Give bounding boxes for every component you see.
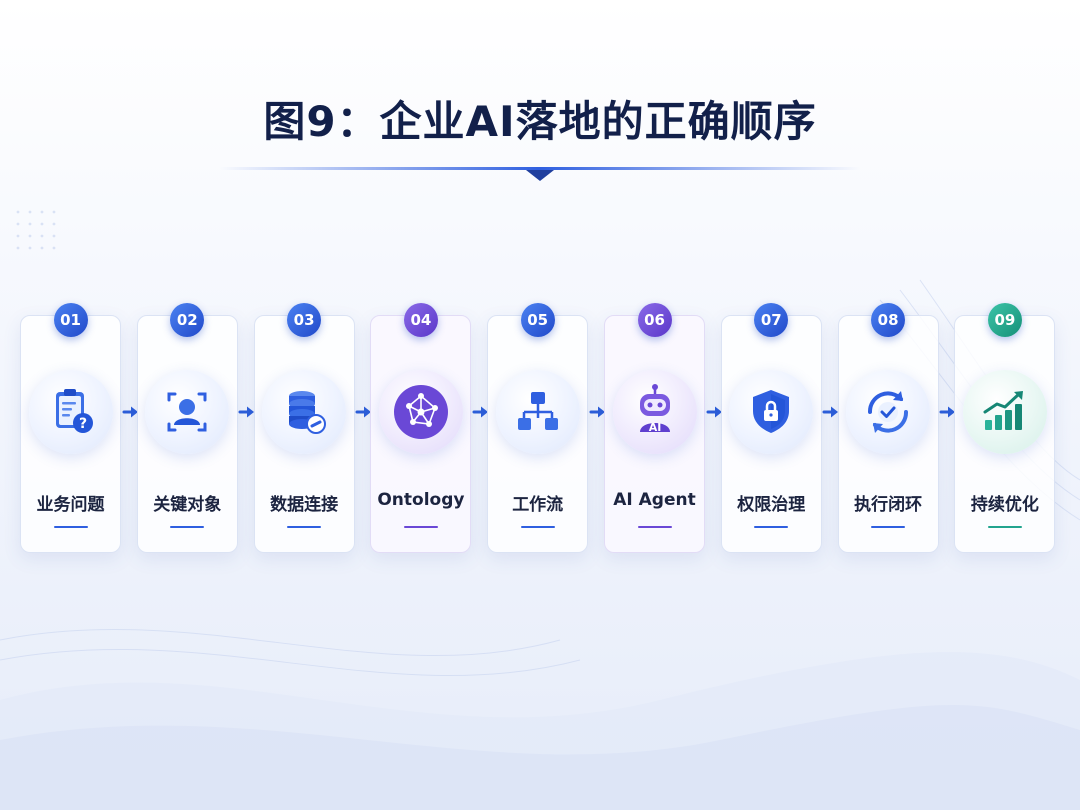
step-number-badge: 09	[987, 303, 1022, 337]
flow-arrow-icon	[238, 406, 255, 418]
flow-arrow-icon	[472, 406, 488, 418]
step-number-badge: 08	[871, 303, 906, 337]
flow-arrow-icon	[589, 406, 605, 418]
step-card: 05 工作流	[487, 303, 589, 553]
flow-arrow-icon	[355, 406, 372, 418]
step-label-underline	[403, 526, 438, 528]
step-number-badge: 03	[287, 303, 322, 337]
database-link-icon	[262, 370, 347, 454]
svg-text:AI: AI	[648, 421, 661, 434]
step-card: 03 数据连接	[253, 303, 355, 553]
step-card: 01 ? 业务问题	[20, 303, 121, 553]
flow-arrow-icon	[939, 406, 956, 418]
step-number-badge: 04	[403, 303, 438, 337]
step-number-badge: 07	[754, 303, 789, 337]
step-card: 09 持续优化	[954, 303, 1056, 553]
step-card: 02 关键对象	[136, 303, 238, 553]
shield-lock-icon	[729, 370, 814, 454]
network-graph-icon	[378, 370, 463, 454]
step-label-underline	[170, 526, 205, 528]
flow-arrow-icon	[706, 406, 722, 418]
step-label-underline	[520, 526, 555, 528]
page-title: 图9：企业AI落地的正确顺序	[263, 97, 817, 146]
step-number-badge: 02	[170, 303, 205, 337]
step-card: 07 权限治理	[720, 303, 822, 553]
step-label: 关键对象	[153, 495, 222, 515]
robot-icon: AI	[612, 370, 697, 454]
workflow-tree-icon	[495, 370, 580, 454]
step-number-badge: 06	[637, 303, 672, 337]
cycle-check-icon	[846, 370, 931, 454]
title-underline	[220, 167, 860, 181]
step-label: AI Agent	[613, 490, 696, 510]
clipboard-question-icon: ?	[28, 370, 113, 454]
step-label: 工作流	[512, 495, 564, 515]
step-label-underline	[987, 526, 1022, 528]
step-label: Ontology	[377, 490, 465, 510]
step-label: 业务问题	[36, 495, 105, 515]
user-focus-icon	[145, 370, 230, 454]
step-label-underline	[754, 526, 789, 528]
svg-text:?: ?	[78, 416, 86, 432]
step-label-underline	[53, 526, 88, 528]
step-number-badge: 01	[53, 303, 88, 337]
step-card: 06 AI AI Agent	[604, 303, 705, 553]
flow-arrow-icon	[822, 406, 839, 418]
step-card: 04 Ontology	[370, 303, 472, 553]
step-label-underline	[637, 526, 672, 528]
growth-chart-icon	[962, 370, 1047, 454]
step-label: 持续优化	[970, 495, 1039, 515]
step-card: 08 执行闭环	[837, 303, 939, 553]
step-label: 数据连接	[270, 495, 339, 515]
step-label-underline	[871, 526, 906, 528]
flow-arrow-icon	[122, 406, 138, 418]
step-label: 权限治理	[737, 495, 806, 515]
step-label-underline	[287, 526, 322, 528]
step-number-badge: 05	[520, 303, 555, 337]
step-label: 执行闭环	[854, 495, 923, 515]
